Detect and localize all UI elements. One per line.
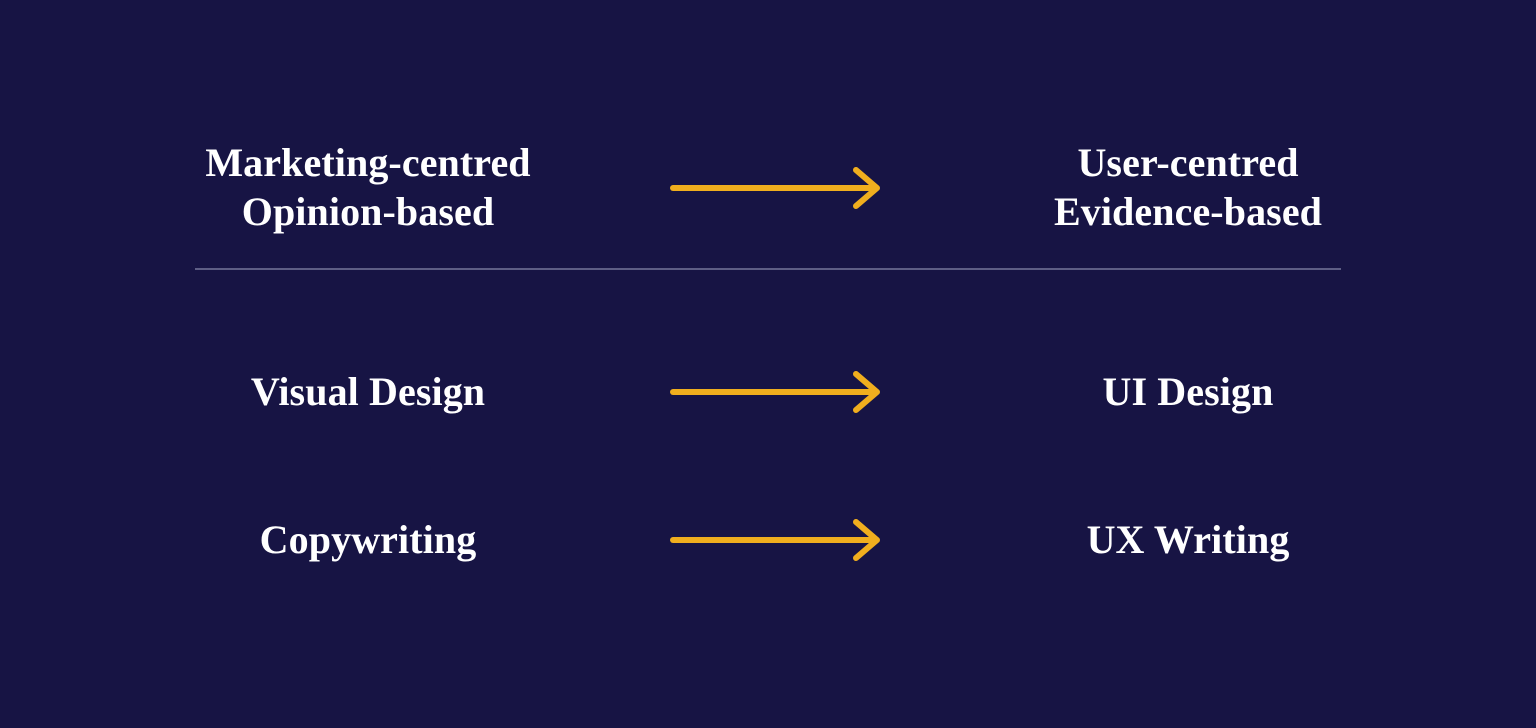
row-1-from-line-2: Opinion-based — [241, 189, 495, 234]
row-2-arrow-cell — [648, 370, 908, 414]
right-arrow-icon — [670, 167, 880, 209]
row-1-from-line-1: Marketing-centred — [205, 140, 531, 186]
row-1-to-line-1: User-centred — [1077, 140, 1299, 186]
row-3-to-line-1: UX Writing — [1086, 516, 1290, 562]
comparison-row: Marketing-centred Opinion-based User-cen… — [0, 110, 1536, 266]
row-2-to-column: UI Design — [908, 368, 1468, 417]
comparison-row: Visual Design UI Design — [0, 352, 1536, 432]
row-1-from-column: Marketing-centred Opinion-based — [88, 139, 648, 237]
comparison-row: Copywriting UX Writing — [0, 500, 1536, 580]
row-1-to-line-2: Evidence-based — [1053, 189, 1323, 234]
row-3-to-column: UX Writing — [908, 516, 1468, 565]
row-3-from-line-1: Copywriting — [259, 516, 477, 562]
row-1-to-column: User-centred Evidence-based — [908, 139, 1468, 237]
section-divider — [195, 268, 1341, 270]
row-3-arrow-cell — [648, 518, 908, 562]
row-2-to-line-1: UI Design — [1102, 368, 1274, 414]
row-2-from-line-1: Visual Design — [250, 368, 486, 414]
row-1-arrow-cell — [648, 166, 908, 210]
row-2-from-column: Visual Design — [88, 368, 648, 417]
right-arrow-icon — [670, 519, 880, 561]
row-3-from-column: Copywriting — [88, 516, 648, 565]
right-arrow-icon — [670, 371, 880, 413]
